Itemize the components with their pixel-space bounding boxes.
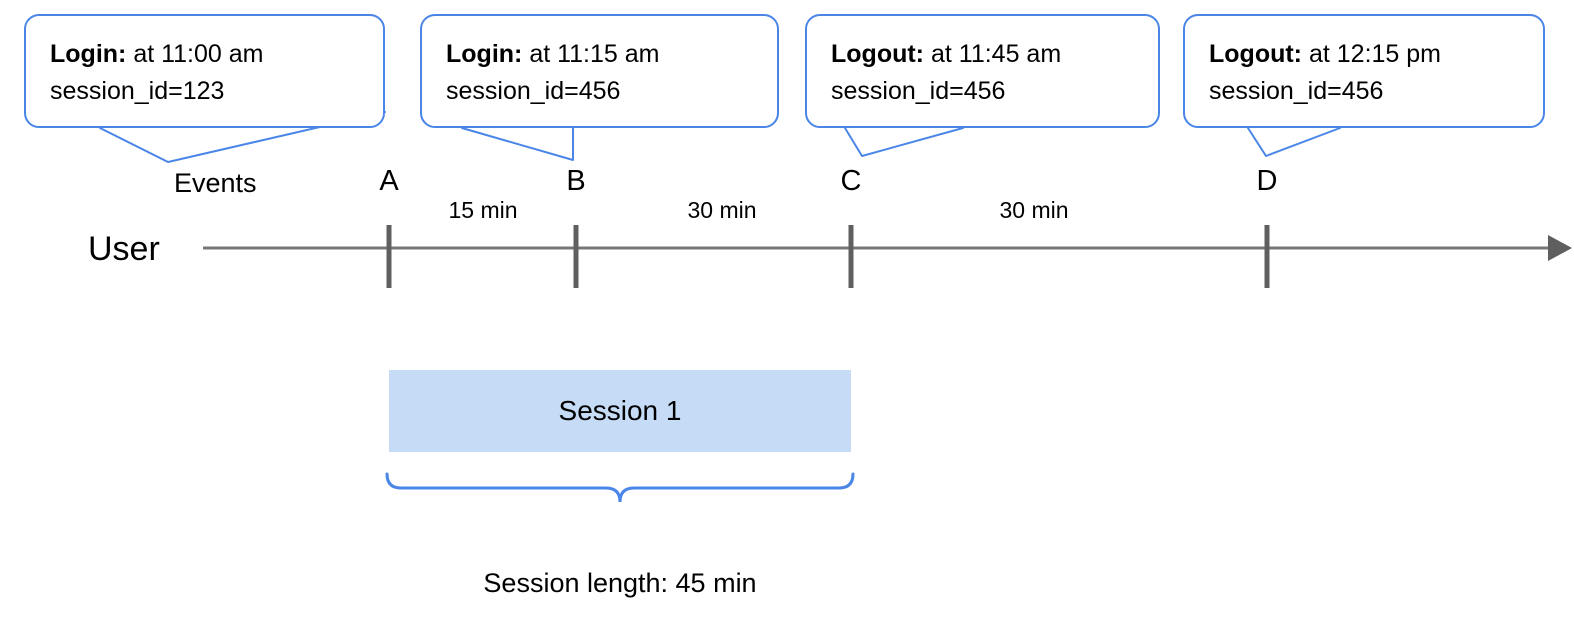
interval-label-bc: 30 min xyxy=(687,197,757,223)
session-length-caption: Session length: 45 min xyxy=(483,568,757,598)
callout-time-c: at 11:45 am xyxy=(930,40,1062,68)
callout-tail-d xyxy=(1247,127,1341,157)
callout-session-c: session_id=456 xyxy=(831,77,1006,105)
callout-event-a: Login: xyxy=(50,40,127,68)
session-brace xyxy=(385,472,855,503)
axis-label-events: Events xyxy=(174,168,257,198)
callout-tail-b xyxy=(461,127,574,161)
callout-bubble-a: Login: at 11:00 am session_id=123 xyxy=(24,14,385,128)
marker-label-a: A xyxy=(379,165,399,197)
callout-event-c: Logout: xyxy=(831,40,925,68)
callout-session-d: session_id=456 xyxy=(1209,77,1384,105)
callout-time-d: at 12:15 pm xyxy=(1308,40,1441,68)
marker-label-c: C xyxy=(840,165,862,197)
callout-text-c: Logout: at 11:45 am session_id=456 xyxy=(831,36,1061,110)
callout-session-a: session_id=123 xyxy=(50,77,225,105)
callout-text-a: Login: at 11:00 am session_id=123 xyxy=(50,36,264,110)
timeline-arrowhead xyxy=(1548,235,1572,261)
callout-bubble-d: Logout: at 12:15 pm session_id=456 xyxy=(1183,14,1545,128)
callout-event-d: Logout: xyxy=(1209,40,1303,68)
callout-session-b: session_id=456 xyxy=(446,77,621,105)
callout-bubble-b: Login: at 11:15 am session_id=456 xyxy=(420,14,779,128)
callout-time-a: at 11:00 am xyxy=(133,40,264,68)
interval-label-ab: 15 min xyxy=(448,197,518,223)
callout-text-d: Logout: at 12:15 pm session_id=456 xyxy=(1209,36,1441,110)
axis-label-user: User xyxy=(88,230,160,268)
callout-text-b: Login: at 11:15 am session_id=456 xyxy=(446,36,660,110)
callout-event-b: Login: xyxy=(446,40,523,68)
callout-bubble-c: Logout: at 11:45 am session_id=456 xyxy=(805,14,1160,128)
marker-label-b: B xyxy=(566,165,586,197)
session-bar: Session 1 xyxy=(389,370,851,452)
callout-tail-c xyxy=(844,127,964,157)
callout-time-b: at 11:15 am xyxy=(529,40,660,68)
session-bar-label: Session 1 xyxy=(558,395,682,426)
interval-label-cd: 30 min xyxy=(999,197,1069,223)
marker-label-d: D xyxy=(1256,165,1278,197)
